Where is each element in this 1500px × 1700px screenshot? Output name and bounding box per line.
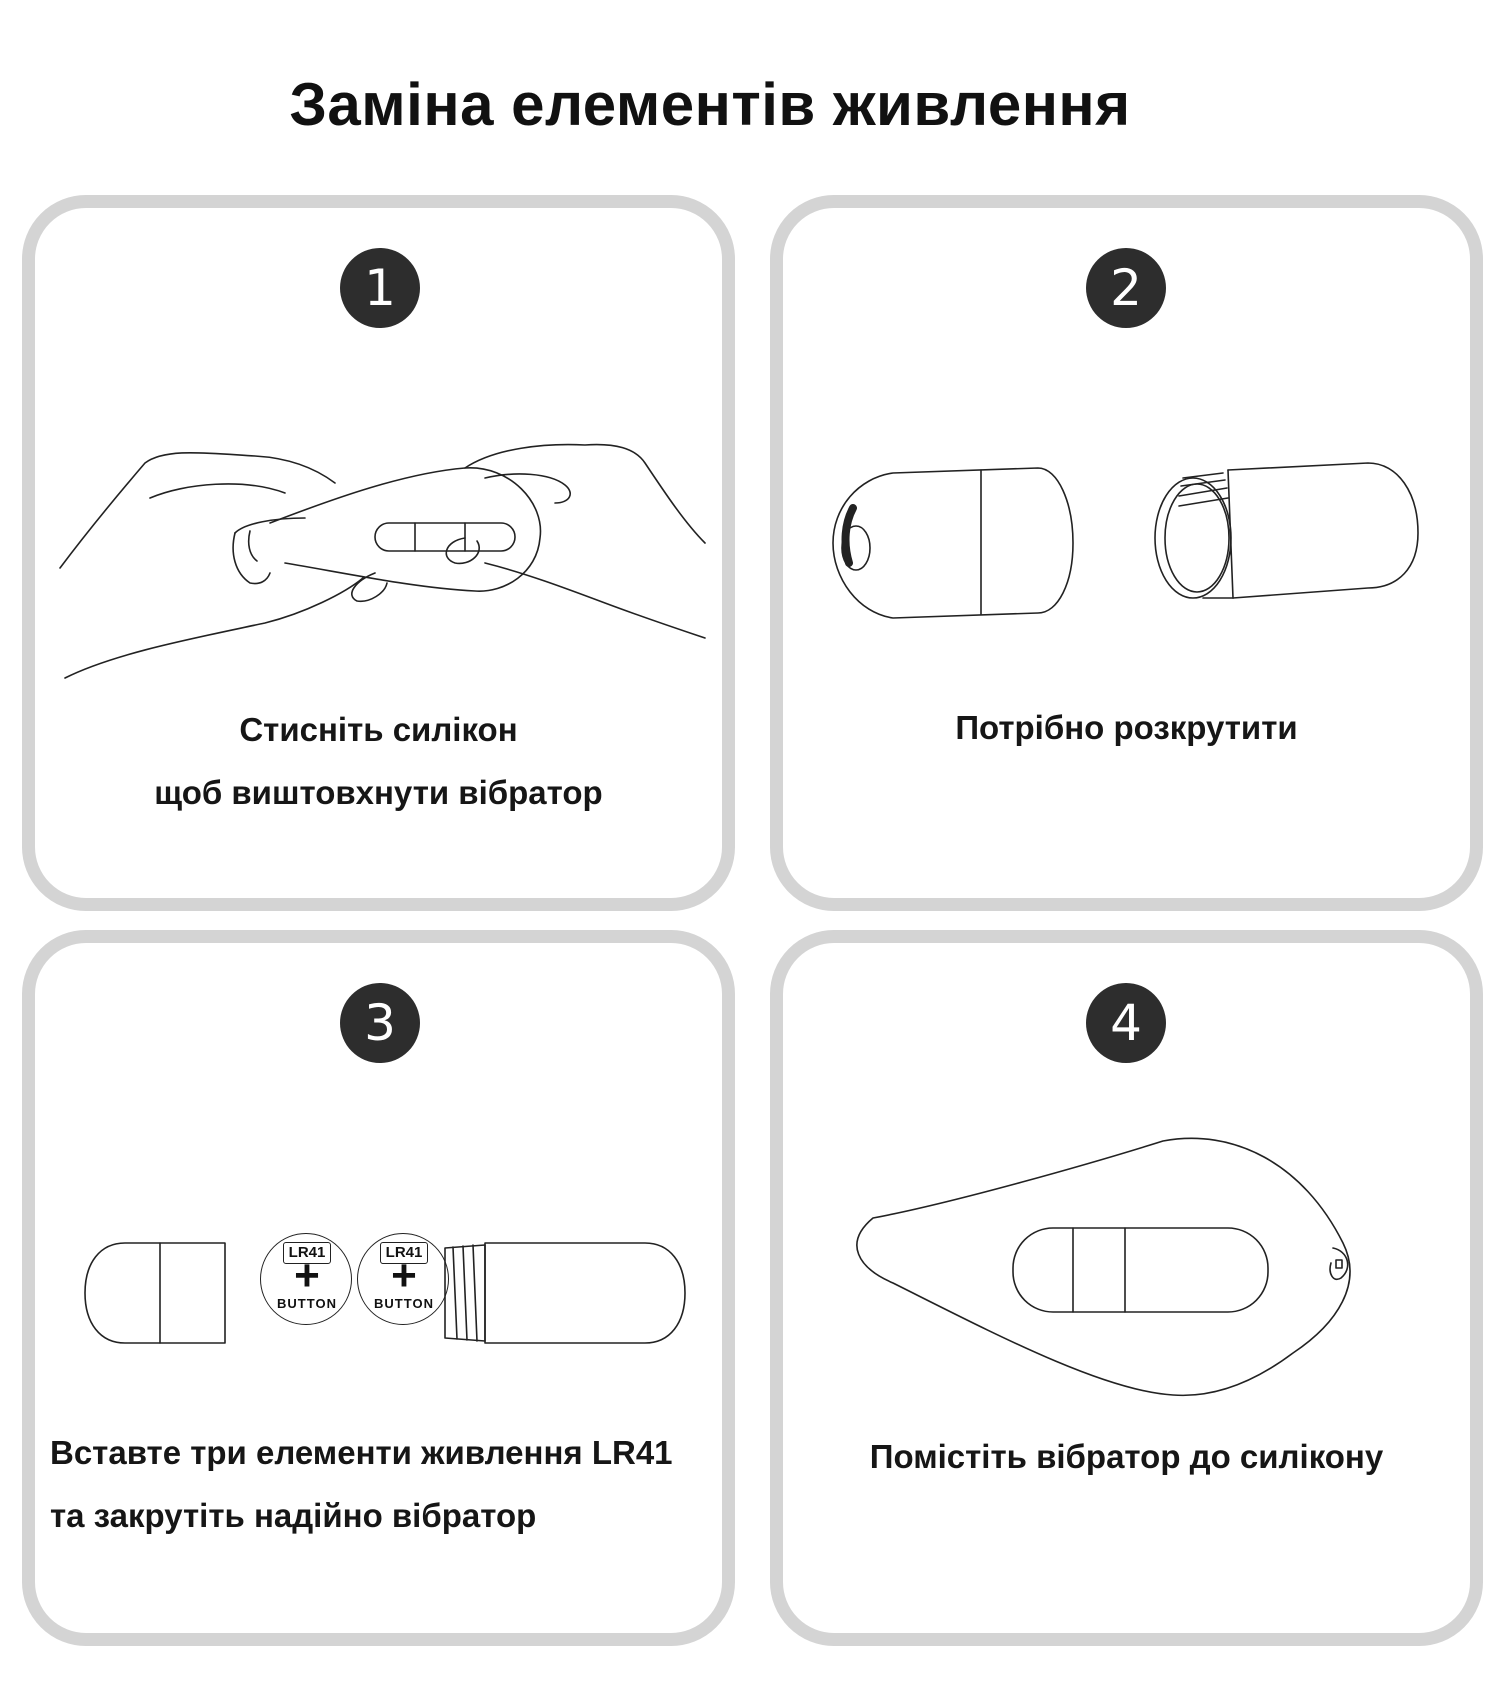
step-4-caption-line-1: Помістіть вібратор до силікону bbox=[869, 1438, 1384, 1475]
step-2-number-badge: 2 bbox=[1086, 248, 1166, 328]
vibrator-body bbox=[485, 1243, 685, 1343]
step-1-panel: 1 Стисніть силікон щоб виштовхнути вібра… bbox=[22, 195, 735, 911]
silicone-shell bbox=[857, 1138, 1350, 1395]
step-2-panel: 2 Потрібно розкрутити bbox=[770, 195, 1483, 911]
step-1-caption: Стисніть силікон щоб виштовхнути вібрато… bbox=[35, 698, 722, 824]
battery-2-model: LR41 bbox=[380, 1242, 428, 1264]
right-hand bbox=[465, 445, 705, 543]
vibrator-body bbox=[1228, 463, 1418, 598]
unscrew-illustration bbox=[823, 448, 1463, 648]
battery-2: LR41 + BUTTON bbox=[357, 1233, 449, 1325]
step-3-caption: Вставте три елементи живлення LR41 та за… bbox=[50, 1421, 740, 1547]
battery-1-type: BUTTON bbox=[277, 1296, 337, 1311]
step-1-caption-line-2: щоб виштовхнути вібратор bbox=[154, 774, 603, 811]
battery-2-plus: + bbox=[391, 1251, 417, 1300]
step-3-number-badge: 3 bbox=[340, 983, 420, 1063]
battery-1-model: LR41 bbox=[283, 1242, 331, 1264]
step-3-caption-line-1: Вставте три елементи живлення LR41 bbox=[50, 1434, 673, 1471]
step-4-number-badge: 4 bbox=[1086, 983, 1166, 1063]
battery-2-type: BUTTON bbox=[374, 1296, 434, 1311]
vibrator-cap bbox=[833, 468, 1073, 618]
place-vibrator-illustration bbox=[833, 1133, 1433, 1413]
left-hand bbox=[60, 453, 335, 568]
step-1-number-badge: 1 bbox=[340, 248, 420, 328]
vibrator-inside bbox=[1013, 1228, 1268, 1312]
step-3-panel: 3 LR41 + BUTTON LR41 + BUTTON Вставте тр… bbox=[22, 930, 735, 1646]
squeeze-silicone-illustration bbox=[45, 423, 725, 683]
step-4-caption: Помістіть вібратор до силікону bbox=[783, 1425, 1470, 1488]
battery-1-plus: + bbox=[294, 1251, 320, 1300]
step-2-caption-line-1: Потрібно розкрутити bbox=[955, 709, 1298, 746]
vibrator-cap bbox=[85, 1243, 225, 1343]
battery-1: LR41 + BUTTON bbox=[260, 1233, 352, 1325]
silicone-shell bbox=[270, 468, 540, 591]
vibrator-inside bbox=[375, 523, 515, 551]
insert-batteries-illustration bbox=[85, 1233, 685, 1353]
step-2-caption: Потрібно розкрутити bbox=[783, 696, 1470, 759]
step-3-caption-line-2: та закрутіть надійно вібратор bbox=[50, 1497, 537, 1534]
page-title: Заміна елементів живлення bbox=[289, 71, 1131, 138]
step-1-caption-line-1: Стисніть силікон bbox=[239, 711, 518, 748]
step-4-panel: 4 Помістіть вібратор до силікону bbox=[770, 930, 1483, 1646]
